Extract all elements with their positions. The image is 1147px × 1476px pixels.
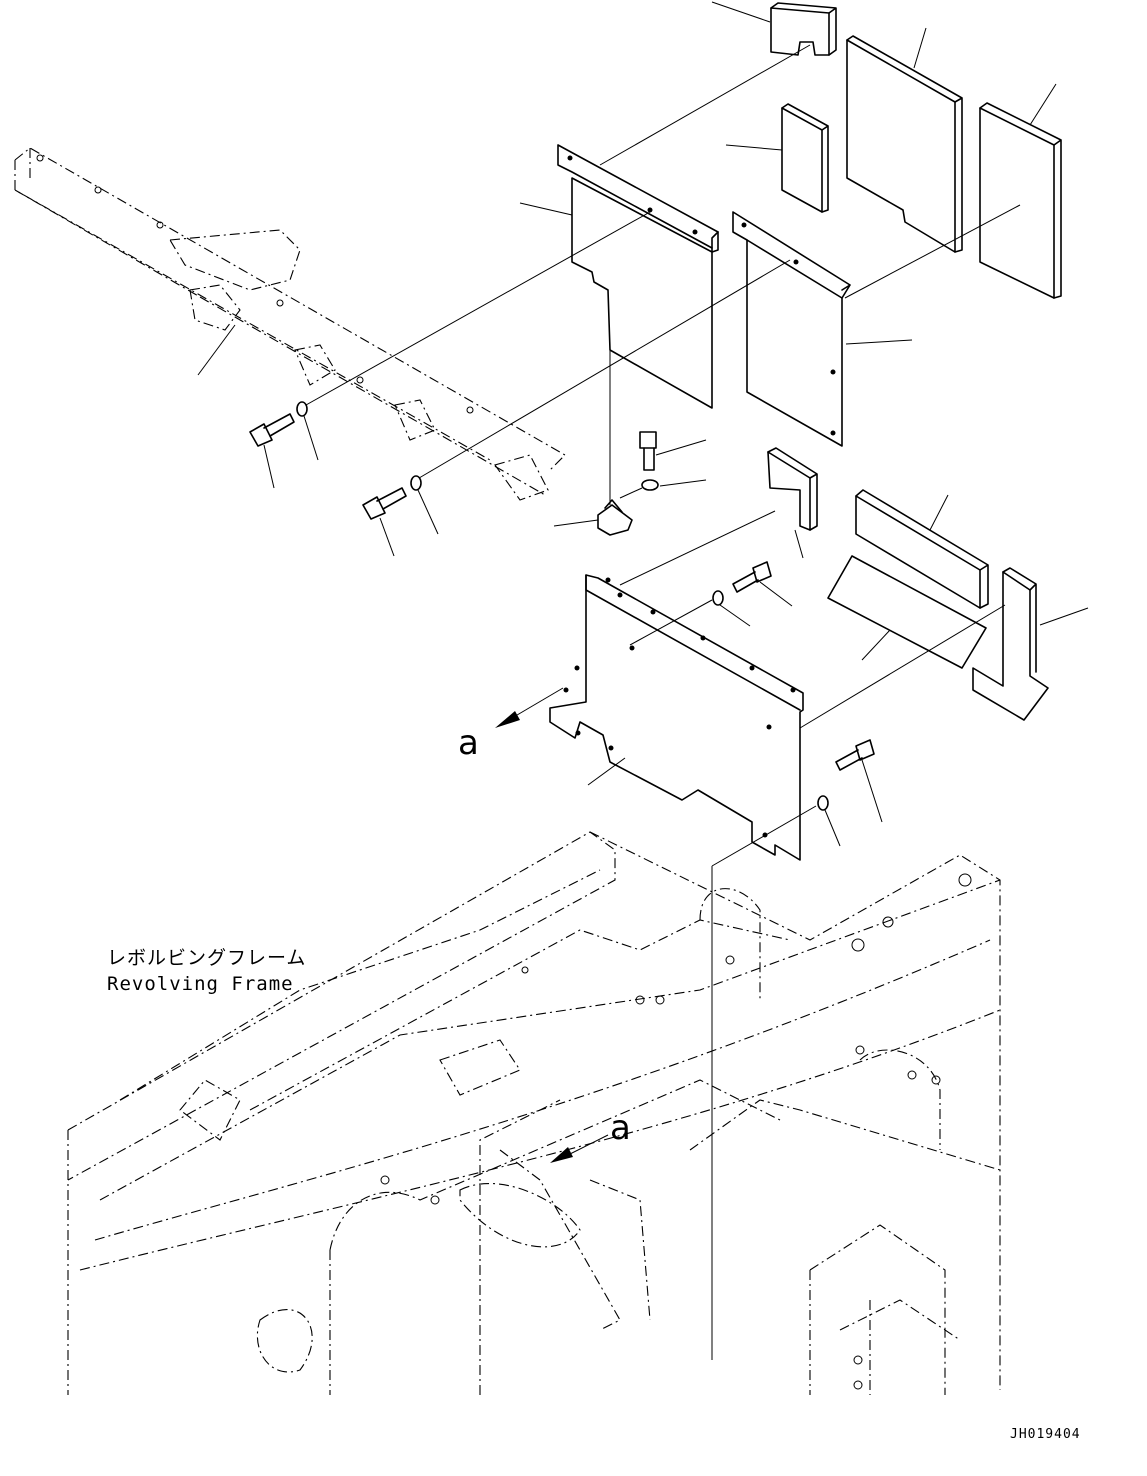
arrow-a-bottom bbox=[550, 1134, 609, 1163]
cover-plate-left bbox=[557, 144, 719, 409]
bolt-4 bbox=[732, 561, 772, 593]
frame-beam-phantom bbox=[14, 147, 566, 501]
washer-1 bbox=[296, 401, 308, 417]
revolving-frame-label-en: Revolving Frame bbox=[107, 973, 294, 995]
large-insulation-pad-2 bbox=[979, 102, 1062, 299]
bracket bbox=[597, 499, 633, 536]
drawing-number: JH019404 bbox=[1010, 1427, 1081, 1442]
washer-4 bbox=[712, 590, 724, 606]
lower-long-pad bbox=[855, 489, 989, 609]
view-reference-a-bottom: a bbox=[610, 1108, 631, 1148]
washer-2 bbox=[410, 475, 422, 491]
lower-small-pad bbox=[767, 447, 818, 531]
small-block-pad bbox=[770, 2, 837, 56]
view-reference-a-top: a bbox=[458, 723, 479, 763]
revolving-frame-label-ja: レボルビングフレーム bbox=[107, 947, 307, 969]
bolt-3 bbox=[639, 431, 657, 471]
small-rect-pad bbox=[781, 103, 829, 213]
lower-cover-plate bbox=[549, 574, 804, 861]
cover-plate-right bbox=[732, 211, 851, 447]
washer-5 bbox=[817, 795, 829, 811]
arrow-a-top bbox=[495, 687, 564, 728]
revolving-frame-phantom bbox=[67, 831, 1001, 1395]
lower-l-pad bbox=[972, 567, 1049, 721]
bolt-2 bbox=[362, 487, 407, 520]
bolt-5 bbox=[835, 739, 875, 771]
large-insulation-pad-1 bbox=[846, 35, 963, 253]
bolt-1 bbox=[249, 413, 295, 447]
washer-3 bbox=[641, 479, 659, 491]
